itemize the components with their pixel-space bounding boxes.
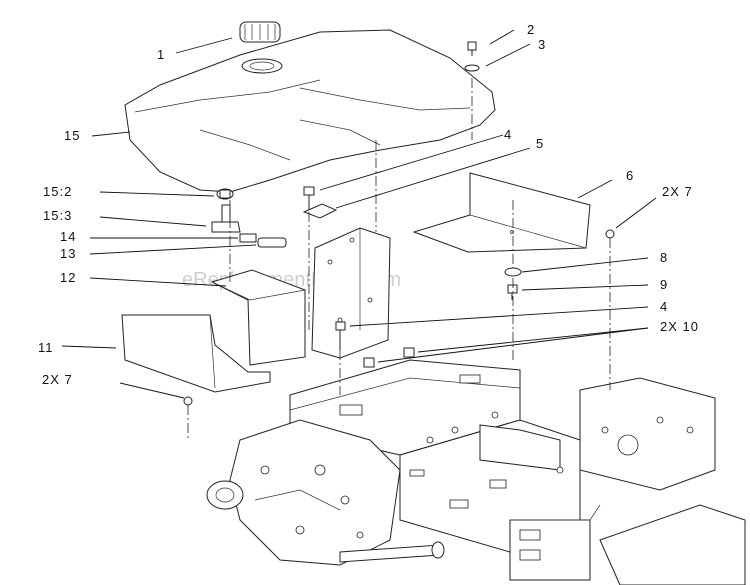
callout-6: 6 bbox=[626, 168, 634, 183]
callout-15: 15 bbox=[64, 128, 80, 143]
callout-2x10: 2X 10 bbox=[660, 319, 699, 334]
nut-plate-5 bbox=[302, 203, 338, 219]
callout-13: 13 bbox=[60, 246, 76, 261]
screw-7-right bbox=[605, 229, 615, 239]
hose-14 bbox=[239, 233, 287, 248]
fitting-15-2 bbox=[216, 188, 234, 200]
transaxle bbox=[206, 419, 401, 566]
callout-3: 3 bbox=[538, 37, 546, 52]
fuel-tank bbox=[124, 29, 496, 193]
callout-11: 11 bbox=[38, 340, 54, 355]
screws-10 bbox=[363, 347, 415, 368]
callout-14: 14 bbox=[60, 229, 76, 244]
bolt-9 bbox=[507, 284, 518, 300]
callout-1: 1 bbox=[157, 47, 165, 62]
callout-5: 5 bbox=[536, 136, 544, 151]
shield-panel-11 bbox=[121, 314, 271, 393]
callout-8: 8 bbox=[660, 250, 668, 265]
screw-2 bbox=[467, 41, 477, 56]
tank-bracket bbox=[311, 227, 391, 359]
bolt-4-upper bbox=[303, 186, 315, 212]
frame-assembly bbox=[289, 359, 746, 585]
panel-12 bbox=[210, 269, 306, 366]
washer-3 bbox=[464, 64, 480, 72]
alignment-lines bbox=[187, 78, 611, 440]
callout-4-upper: 4 bbox=[504, 127, 512, 142]
screw-7-left bbox=[183, 396, 193, 406]
callout-labels: 1 2 3 15 4 5 6 2X 7 15:2 15:3 14 13 12 8… bbox=[38, 22, 699, 387]
callout-15-2: 15:2 bbox=[43, 184, 72, 199]
spacer-8 bbox=[504, 267, 522, 277]
bolt-4-lower bbox=[335, 321, 346, 350]
callout-2x7-left: 2X 7 bbox=[42, 372, 73, 387]
elbow-fitting-15-3 bbox=[211, 204, 241, 233]
callout-2x7-right: 2X 7 bbox=[662, 184, 693, 199]
callout-2: 2 bbox=[527, 22, 535, 37]
fuel-cap bbox=[239, 21, 283, 74]
shield-plate-6 bbox=[412, 172, 591, 253]
leader-lines bbox=[61, 29, 657, 399]
callout-12: 12 bbox=[60, 270, 76, 285]
callout-9: 9 bbox=[660, 277, 668, 292]
axle-shaft bbox=[339, 541, 445, 563]
callout-4-lower: 4 bbox=[660, 299, 668, 314]
callout-15-3: 15:3 bbox=[43, 208, 72, 223]
